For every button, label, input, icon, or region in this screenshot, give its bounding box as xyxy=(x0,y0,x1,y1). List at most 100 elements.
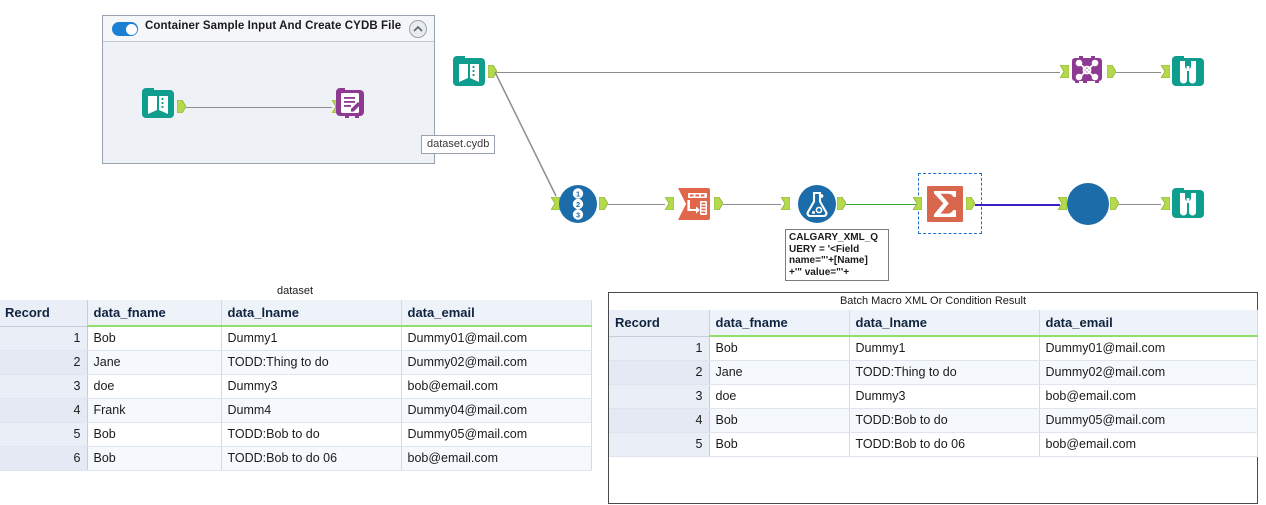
container-enable-toggle[interactable] xyxy=(112,22,138,36)
record-id-tool[interactable]: 1 2 3 xyxy=(558,184,597,223)
input-anchor[interactable] xyxy=(1057,196,1068,211)
annotation-line: name="'+[Name] xyxy=(789,255,868,266)
cell-record: 6 xyxy=(0,446,88,471)
transpose-tool[interactable] xyxy=(674,184,712,222)
cell-fname: doe xyxy=(87,374,222,399)
cell-lname: TODD:Bob to do 06 xyxy=(849,432,1040,457)
column-header-record[interactable]: Record xyxy=(0,300,88,327)
cell-record: 4 xyxy=(609,408,710,433)
column-header-data-lname[interactable]: data_lname xyxy=(221,300,402,327)
input-data-tool-top[interactable] xyxy=(450,52,488,90)
container-title: Container Sample Input And Create CYDB F… xyxy=(145,20,402,32)
cell-lname: Dummy1 xyxy=(221,326,402,351)
table-header-row: Record data_fname data_lname data_email xyxy=(0,300,592,327)
output-file-label: dataset.cydb xyxy=(421,135,496,154)
output-anchor[interactable] xyxy=(1109,196,1120,211)
input-anchor[interactable] xyxy=(550,196,561,211)
input-anchor[interactable] xyxy=(664,196,675,211)
container-calgary-loader-tool[interactable] xyxy=(331,84,369,122)
connection-wire-blue xyxy=(975,203,1060,206)
chevron-up-icon xyxy=(413,25,423,32)
cell-lname: TODD:Bob to do xyxy=(221,422,402,447)
column-header-record[interactable]: Record xyxy=(609,310,710,337)
numbers-123-icon: 1 2 3 xyxy=(559,185,597,223)
annotation-line: +'" value="'+ xyxy=(789,266,850,278)
grid-title: Batch Macro XML Or Condition Result xyxy=(609,293,1257,310)
browse-tool-top[interactable] xyxy=(1169,52,1207,90)
cell-email: Dummy02@mail.com xyxy=(401,350,592,375)
output-anchor[interactable] xyxy=(598,196,609,211)
cell-fname: Frank xyxy=(87,398,222,423)
cell-fname: Bob xyxy=(87,446,222,471)
connection-wire xyxy=(1119,203,1161,205)
column-header-data-fname[interactable]: data_fname xyxy=(709,310,850,337)
cell-email: Dummy04@mail.com xyxy=(401,398,592,423)
transpose-arrow-icon xyxy=(678,188,710,220)
summarize-tool[interactable] xyxy=(925,184,963,222)
cell-fname: Bob xyxy=(709,336,850,361)
output-anchor[interactable] xyxy=(836,196,847,211)
book-icon xyxy=(453,56,485,86)
column-header-data-email[interactable]: data_email xyxy=(401,300,592,327)
union-tool[interactable] xyxy=(1066,182,1110,226)
cell-lname: TODD:Bob to do 06 xyxy=(221,446,402,471)
output-anchor[interactable] xyxy=(1106,64,1117,79)
container-collapse-button[interactable] xyxy=(409,20,427,38)
svg-text:3: 3 xyxy=(576,211,580,220)
cell-lname: TODD:Thing to do xyxy=(221,350,402,375)
cell-email: bob@email.com xyxy=(401,446,592,471)
container-input-data-tool[interactable] xyxy=(139,84,177,122)
column-header-data-email[interactable]: data_email xyxy=(1039,310,1258,337)
cell-lname: Dummy3 xyxy=(221,374,402,399)
cell-email: Dummy01@mail.com xyxy=(401,326,592,351)
input-anchor[interactable] xyxy=(1059,64,1070,79)
output-anchor[interactable] xyxy=(176,99,187,114)
document-edit-icon xyxy=(336,88,364,118)
svg-text:1: 1 xyxy=(576,190,580,199)
filled-circle-icon xyxy=(1067,183,1109,225)
input-anchor[interactable] xyxy=(912,196,923,211)
batch-macro-tool[interactable] xyxy=(1068,52,1106,90)
cell-record: 4 xyxy=(0,398,88,423)
connection-wire xyxy=(1116,71,1161,73)
column-header-data-fname[interactable]: data_fname xyxy=(87,300,222,327)
output-anchor[interactable] xyxy=(965,196,976,211)
cell-fname: Jane xyxy=(87,350,222,375)
column-header-data-lname[interactable]: data_lname xyxy=(849,310,1040,337)
container-header: Container Sample Input And Create CYDB F… xyxy=(103,16,434,42)
output-anchor[interactable] xyxy=(713,196,724,211)
cell-lname: Dummy3 xyxy=(849,384,1040,409)
input-anchor[interactable] xyxy=(1160,196,1171,211)
dataset-grid[interactable]: dataset Record data_fname data_lname dat… xyxy=(0,283,592,471)
browse-tool-bottom[interactable] xyxy=(1169,184,1207,222)
toggle-knob xyxy=(125,23,137,35)
connection-wire xyxy=(186,106,332,108)
batch-macro-result-grid[interactable]: Batch Macro XML Or Condition Result Reco… xyxy=(608,292,1258,504)
table-header-row: Record data_fname data_lname data_email xyxy=(609,310,1258,337)
formula-annotation: CALGARY_XML_Q UERY = '<Field name="'+[Na… xyxy=(785,229,889,281)
formula-tool[interactable] xyxy=(797,184,836,223)
connection-wire-green xyxy=(846,203,918,205)
tool-container[interactable]: Container Sample Input And Create CYDB F… xyxy=(102,15,496,164)
cell-email: bob@email.com xyxy=(1039,384,1258,409)
flask-icon xyxy=(798,185,836,223)
output-anchor[interactable] xyxy=(487,64,498,79)
cell-lname: TODD:Thing to do xyxy=(849,360,1040,385)
cell-lname: Dummy1 xyxy=(849,336,1040,361)
cell-email: Dummy05@mail.com xyxy=(401,422,592,447)
cell-fname: Bob xyxy=(709,432,850,457)
cell-record: 2 xyxy=(0,350,88,375)
input-anchor[interactable] xyxy=(780,196,791,211)
cell-lname: Dumm4 xyxy=(221,398,402,423)
cell-email: Dummy01@mail.com xyxy=(1039,336,1258,361)
input-anchor[interactable] xyxy=(1160,64,1171,79)
cell-fname: Bob xyxy=(87,326,222,351)
sigma-icon xyxy=(927,186,963,222)
cell-record: 1 xyxy=(0,326,88,351)
cell-email: bob@email.com xyxy=(1039,432,1258,457)
